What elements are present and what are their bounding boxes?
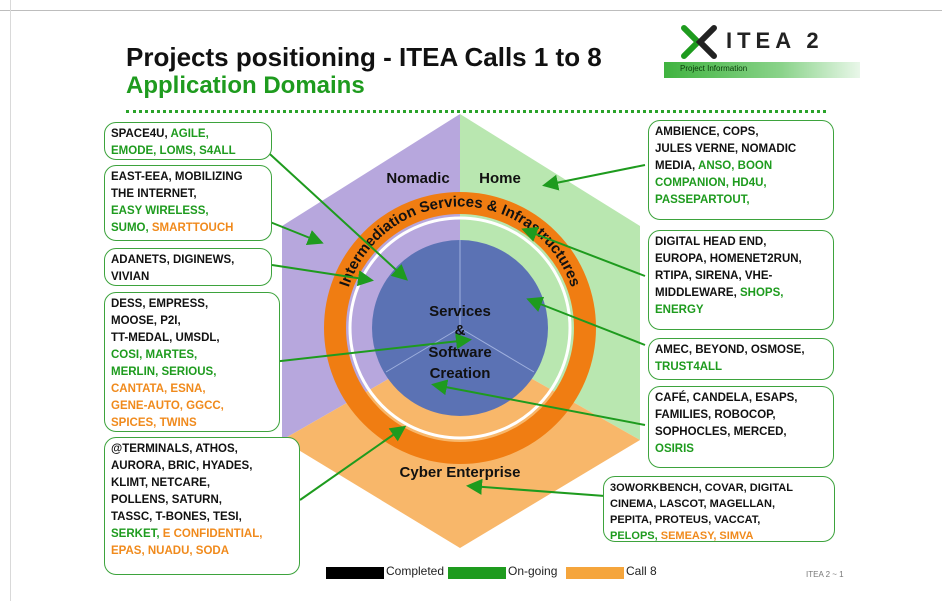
project-names: ANSO, BOON (698, 160, 773, 172)
ring (324, 192, 596, 464)
box-nomadic-3: ADANETS, DIGINEWS, VIVIAN (104, 248, 272, 286)
project-names: OSIRIS (655, 443, 694, 455)
logo-info-bar (664, 62, 860, 78)
project-names: 3OWORKBENCH, COVAR, DIGITAL (610, 482, 793, 494)
project-names: POLLENS, SATURN, (111, 494, 222, 506)
box-cyber-left: @TERMINALS, ATHOS, AURORA, BRIC, HYADES, K… (104, 437, 300, 575)
itea-logo-icon (681, 25, 717, 59)
connector-arrows (259, 144, 646, 501)
label-nomadic: Nomadic (386, 170, 449, 187)
project-names: MERLIN, SERIOUS, (111, 366, 217, 378)
project-names: AMEC, BEYOND, OSMOSE, (655, 344, 805, 356)
project-names: AGILE, (170, 128, 209, 140)
core-label-4: Creation (430, 365, 491, 382)
box-home-3: AMEC, BEYOND, OSMOSE, TRUST4ALL (648, 338, 834, 380)
project-names: EASY WIRELESS, (111, 205, 209, 217)
project-names: SERKET, (111, 528, 163, 540)
project-names: KLIMT, NETCARE, (111, 477, 211, 489)
project-names: AURORA, BRIC, HYADES, (111, 460, 253, 472)
project-names: COMPANION, HD4U, (655, 177, 767, 189)
core-label-3: Software (428, 344, 491, 361)
project-names: TRUST4ALL (655, 361, 723, 373)
box-home-2: DIGITAL HEAD END, EUROPA, HOMENET2RUN, RTI… (648, 230, 834, 330)
box-nomadic-2: EAST-EEA, MOBILIZING THE INTERNET, EASY WI… (104, 165, 272, 241)
project-names: SHOPS, (739, 287, 784, 299)
project-names: PASSEPARTOUT, (655, 194, 750, 206)
legend-call8-swatch (566, 567, 624, 579)
project-names: JULES VERNE, NOMADIC (655, 143, 797, 155)
logo-bar-text: Project Information (680, 64, 748, 73)
project-names: SOPHOCLES, MERCED, (655, 426, 787, 438)
project-names: CINEMA, LASCOT, MAGELLAN, (610, 498, 775, 510)
project-names: EUROPA, HOMENET2RUN, (655, 253, 802, 265)
ring-inner-edge (348, 216, 572, 440)
project-names: TASSC, T-BONES, TESI, (111, 511, 242, 523)
project-names: VIVIAN (111, 271, 150, 283)
project-names: ADANETS, DIGINEWS, (111, 254, 235, 266)
project-names: SUMO, (111, 222, 152, 234)
slide-border-top (0, 10, 942, 11)
project-names: SEMEASY, SIMVA (660, 530, 754, 542)
logo-text: ITEA 2 (726, 28, 824, 53)
page-number: ITEA 2 ~ 1 (806, 570, 844, 579)
box-cyber-right: 3OWORKBENCH, COVAR, DIGITAL CINEMA, LASCO… (603, 476, 835, 542)
project-names: SMARTTOUCH (151, 222, 234, 234)
project-names: GENE-AUTO, GGCC, (111, 400, 224, 412)
project-names: MOOSE, P2I, (111, 315, 181, 327)
project-names: ENERGY (655, 304, 704, 316)
project-names: EPAS, NUADU, SODA (111, 545, 229, 557)
project-names: TT-MEDAL, UMSDL, (111, 332, 220, 344)
label-home: Home (479, 170, 521, 187)
project-names: SPACE4U, (111, 128, 171, 140)
project-names: FAMILIES, ROBOCOP, (655, 409, 776, 421)
project-names: PEPITA, PROTEUS, VACCAT, (610, 514, 761, 526)
box-nomadic-1: SPACE4U, AGILE, EMODE, LOMS, S4ALL (104, 122, 272, 160)
project-names: E CONFIDENTIAL, (162, 528, 263, 540)
legend-ongoing-swatch (448, 567, 506, 579)
slide-subtitle: Application Domains (126, 72, 365, 99)
project-names: EMODE, LOMS, S4ALL (111, 145, 236, 157)
project-names: THE INTERNET, (111, 188, 197, 200)
project-names: EAST-EEA, MOBILIZING (111, 171, 243, 183)
project-names: DIGITAL HEAD END, (655, 236, 767, 248)
legend-ongoing-label: On-going (508, 564, 558, 578)
core-label-1: Services (429, 303, 491, 320)
core-label-2: & (455, 322, 466, 339)
project-names: @TERMINALS, ATHOS, (111, 443, 238, 455)
slide-border-left (10, 0, 11, 601)
legend-completed-swatch (326, 567, 384, 579)
project-names: MEDIA, (655, 160, 699, 172)
project-names: COSI, MARTES, (111, 349, 198, 361)
box-home-1: AMBIENCE, COPS, JULES VERNE, NOMADIC MEDIA… (648, 120, 834, 220)
project-names: PELOPS, (610, 530, 661, 542)
box-core: CAFÉ, CANDELA, ESAPS, FAMILIES, ROBOCOP, S… (648, 386, 834, 468)
label-cyber: Cyber Enterprise (400, 464, 521, 481)
box-nomadic-4: DESS, EMPRESS, MOOSE, P2I, TT-MEDAL, UMSDL… (104, 292, 280, 432)
project-names: DESS, EMPRESS, (111, 298, 209, 310)
project-names: CAFÉ, CANDELA, ESAPS, (655, 392, 798, 404)
dotted-divider (126, 110, 826, 113)
project-names: AMBIENCE, COPS, (655, 126, 759, 138)
legend-call8-label: Call 8 (626, 564, 657, 578)
project-names: MIDDLEWARE, (655, 287, 740, 299)
project-names: RTIPA, SIRENA, VHE- (655, 270, 773, 282)
slide-title: Projects positioning - ITEA Calls 1 to 8 (126, 42, 602, 72)
project-names: CANTATA, ESNA, (111, 383, 206, 395)
project-names: SPICES, TWINS (111, 417, 197, 429)
legend-completed-label: Completed (386, 564, 445, 578)
